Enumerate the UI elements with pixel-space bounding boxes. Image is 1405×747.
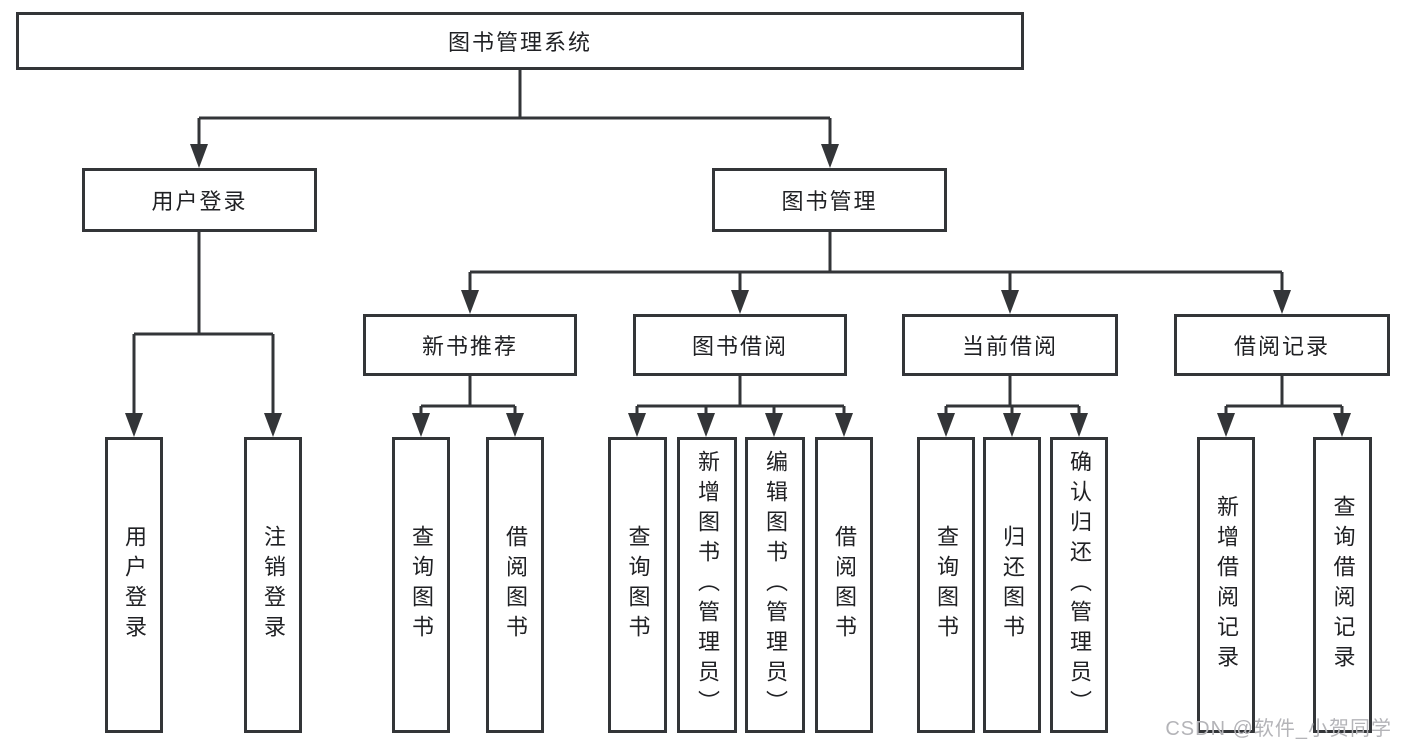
leaf-add-books-admin-label: 新增图书（管理员）	[695, 450, 720, 720]
leaf-query-borrow-record-label: 查询借阅记录	[1330, 495, 1356, 675]
node-current-borrowing-label: 当前借阅	[961, 334, 1058, 359]
leaf-user-login-label: 用户登录	[122, 525, 147, 645]
node-new-book-recommend: 新书推荐	[363, 314, 577, 376]
leaf-borrow-books-recommend-label: 借阅图书	[503, 525, 528, 645]
node-borrowing-records-label: 借阅记录	[1233, 334, 1330, 359]
node-current-borrowing: 当前借阅	[902, 314, 1118, 376]
leaf-query-books-current: 查询图书	[917, 437, 975, 733]
leaf-edit-books-admin-label: 编辑图书（管理员）	[763, 450, 788, 720]
leaf-user-login: 用户登录	[105, 437, 163, 733]
leaf-return-books-label: 归还图书	[1000, 525, 1025, 645]
node-new-book-recommend-label: 新书推荐	[421, 334, 518, 359]
csdn-watermark: CSDN @软件_小贺同学	[1165, 718, 1392, 740]
node-book-management-branch: 图书管理	[712, 168, 947, 232]
node-book-borrowing-label: 图书借阅	[691, 334, 788, 359]
leaf-logout-label: 注销登录	[261, 525, 286, 645]
leaf-query-books-borrowing: 查询图书	[608, 437, 667, 733]
leaf-borrow-books-borrowing: 借阅图书	[815, 437, 873, 733]
node-root-label: 图书管理系统	[447, 30, 592, 55]
node-user-login-branch: 用户登录	[82, 168, 317, 232]
leaf-add-borrow-record-label: 新增借阅记录	[1214, 495, 1239, 675]
leaf-return-books: 归还图书	[983, 437, 1041, 733]
leaf-borrow-books-recommend: 借阅图书	[486, 437, 544, 733]
arrowhead-icons	[125, 144, 1351, 437]
leaf-borrow-books-borrowing-label: 借阅图书	[832, 525, 857, 645]
leaf-query-books-recommend-label: 查询图书	[409, 525, 434, 645]
leaf-confirm-return-admin: 确认归还（管理员）	[1050, 437, 1108, 733]
leaf-add-borrow-record: 新增借阅记录	[1197, 437, 1255, 733]
leaf-edit-books-admin: 编辑图书（管理员）	[745, 437, 805, 733]
node-borrowing-records: 借阅记录	[1174, 314, 1390, 376]
node-root-system: 图书管理系统	[16, 12, 1024, 70]
leaf-query-borrow-record: 查询借阅记录	[1313, 437, 1372, 733]
leaf-add-books-admin: 新增图书（管理员）	[677, 437, 737, 733]
leaf-query-books-recommend: 查询图书	[392, 437, 450, 733]
node-user-login-branch-label: 用户登录	[151, 189, 248, 214]
node-book-borrowing: 图书借阅	[633, 314, 847, 376]
leaf-query-books-borrowing-label: 查询图书	[625, 525, 651, 645]
leaf-query-books-current-label: 查询图书	[934, 525, 959, 645]
leaf-confirm-return-admin-label: 确认归还（管理员）	[1067, 450, 1092, 720]
node-book-management-branch-label: 图书管理	[781, 189, 878, 214]
leaf-logout: 注销登录	[244, 437, 302, 733]
